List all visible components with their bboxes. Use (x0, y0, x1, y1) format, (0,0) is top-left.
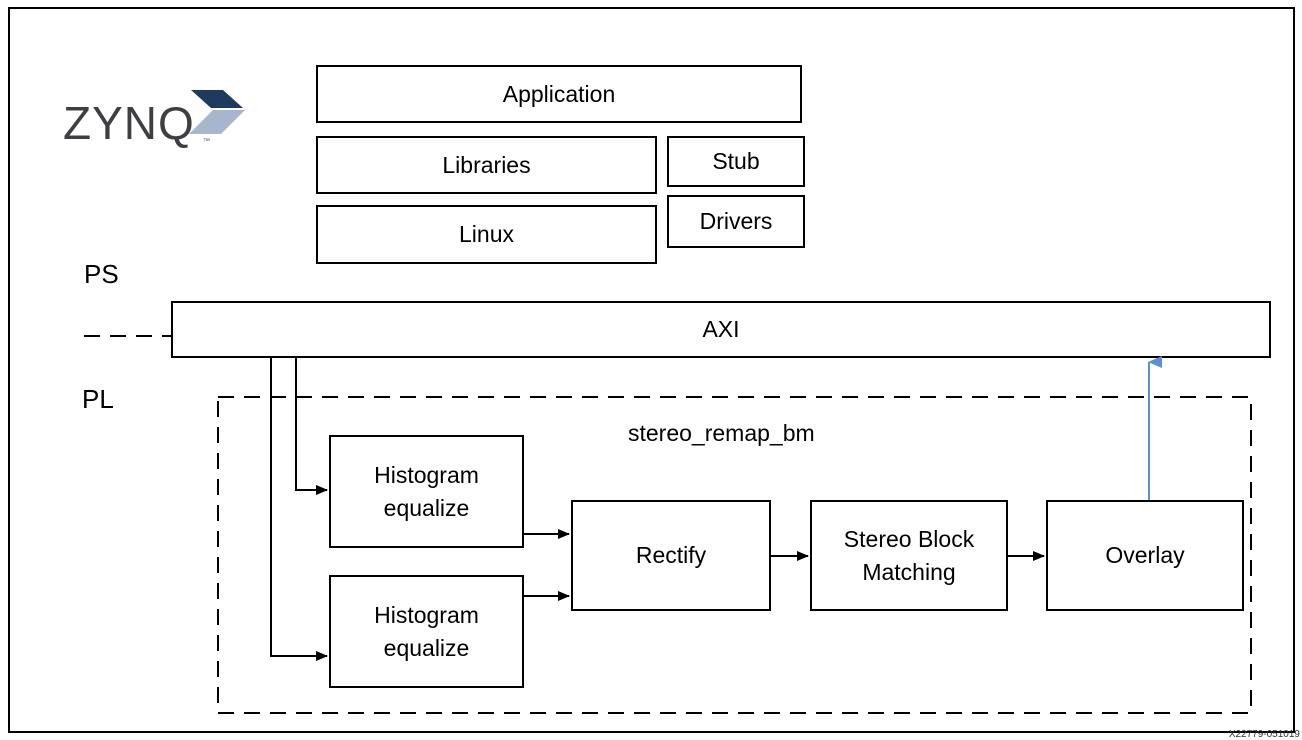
stub-block: Stub (667, 136, 805, 187)
rectify-label: Rectify (635, 542, 707, 568)
axi-bus: AXI (171, 301, 1271, 358)
logo-chevron-icon (189, 90, 245, 134)
logo-text: ZYNQ (63, 97, 195, 149)
hist-top-line2: equalize (383, 494, 470, 521)
axi-to-hist-top (295, 358, 328, 495)
stub-label: Stub (712, 148, 760, 174)
application-label: Application (502, 80, 616, 107)
application-block: Application (316, 65, 802, 123)
stereo-block-matching: Stereo Block Matching (810, 500, 1008, 611)
axi-to-hist-bottom (270, 358, 328, 661)
pl-label: PL (82, 384, 114, 414)
histogram-equalize-top: Histogram equalize (329, 435, 524, 548)
linux-block: Linux (316, 205, 657, 264)
block-name-label: stereo_remap_bm (628, 420, 815, 446)
diagram-frame (8, 7, 1295, 733)
linux-label: Linux (459, 221, 514, 247)
histogram-equalize-bottom: Histogram equalize (329, 575, 524, 688)
zynq-logo: ZYNQ ™ (63, 88, 248, 152)
rectify-block: Rectify (571, 500, 771, 611)
stereo-line2: Matching (862, 558, 956, 585)
overlay-block: Overlay (1046, 500, 1244, 611)
ps-label: PS (84, 259, 119, 289)
figure-id: X22779-051019 (1228, 729, 1300, 740)
drivers-label: Drivers (699, 208, 773, 234)
overlay-label: Overlay (1105, 542, 1185, 568)
hist-bottom-line1: Histogram (374, 601, 479, 628)
hist-top-line1: Histogram (374, 461, 479, 488)
axi-label: AXI (702, 316, 740, 342)
libraries-label: Libraries (442, 151, 531, 178)
trademark: ™ (203, 138, 210, 145)
drivers-block: Drivers (667, 195, 805, 248)
libraries-block: Libraries (316, 136, 657, 194)
stereo-line1: Stereo Block (843, 525, 975, 552)
hist-bottom-line2: equalize (383, 634, 470, 661)
